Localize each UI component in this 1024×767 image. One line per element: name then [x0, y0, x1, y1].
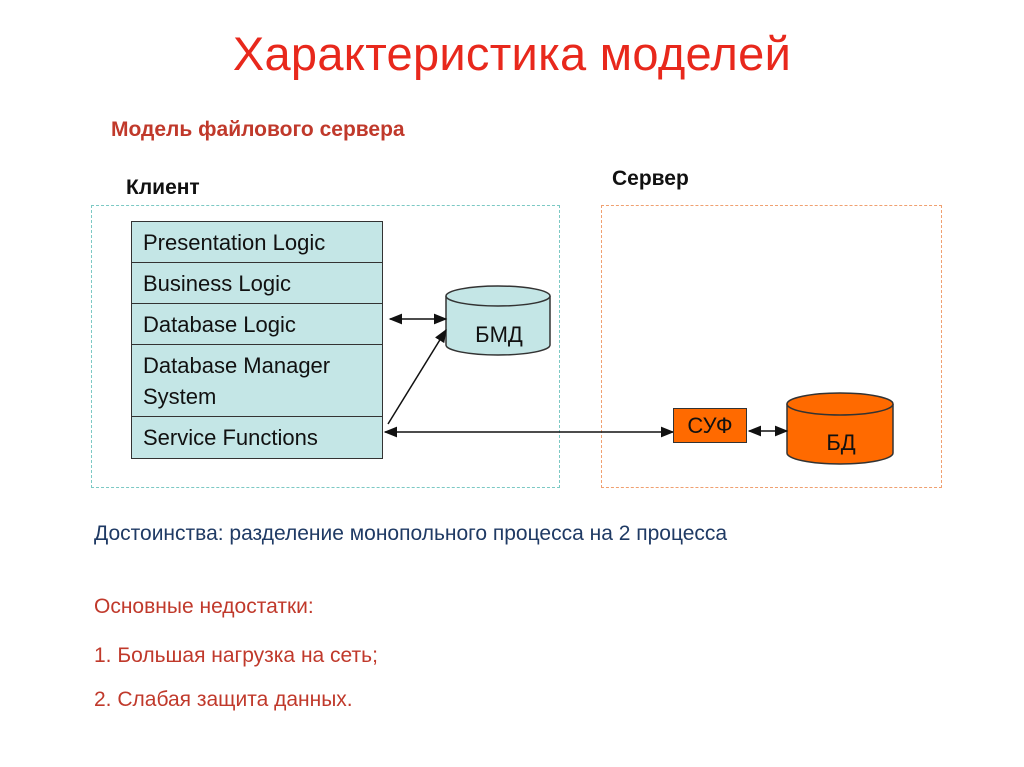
layer-label: Database Logic — [143, 311, 296, 337]
arrow-service-bmd — [387, 328, 447, 425]
layer-database-manager-system: Database Manager System — [132, 345, 382, 417]
disadvantage-item: 2. Слабая защита данных. — [94, 688, 353, 711]
client-layer-stack: Presentation Logic Business Logic Databa… — [131, 221, 383, 459]
bd-label: БД — [826, 430, 856, 455]
advantages-text: Достоинства: разделение монопольного про… — [94, 522, 728, 545]
layer-label: Service Functions — [143, 425, 318, 450]
layer-label: Database Manager System — [143, 352, 331, 409]
server-label: Сервер — [612, 167, 689, 190]
page-title: Характеристика моделей — [232, 27, 792, 80]
layer-database-logic: Database Logic — [132, 304, 382, 345]
disadvantage-item: 1. Большая нагрузка на сеть; — [94, 644, 378, 667]
client-region — [91, 205, 560, 488]
client-label: Клиент — [126, 176, 200, 199]
layer-label: Business Logic — [143, 270, 291, 296]
layer-presentation-logic: Presentation Logic — [132, 222, 382, 263]
bmd-label: БМД — [475, 322, 523, 347]
diagram-subtitle: Модель файлового сервера — [111, 118, 405, 141]
cuf-box: СУФ — [673, 408, 747, 443]
bmd-cylinder — [445, 285, 551, 356]
server-region — [601, 205, 942, 488]
layer-service-functions: Service Functions — [132, 417, 382, 458]
layer-label: Presentation Logic — [143, 229, 326, 255]
bd-cylinder — [786, 392, 894, 465]
layer-business-logic: Business Logic — [132, 263, 382, 304]
disadvantages-title: Основные недостатки: — [94, 595, 314, 618]
